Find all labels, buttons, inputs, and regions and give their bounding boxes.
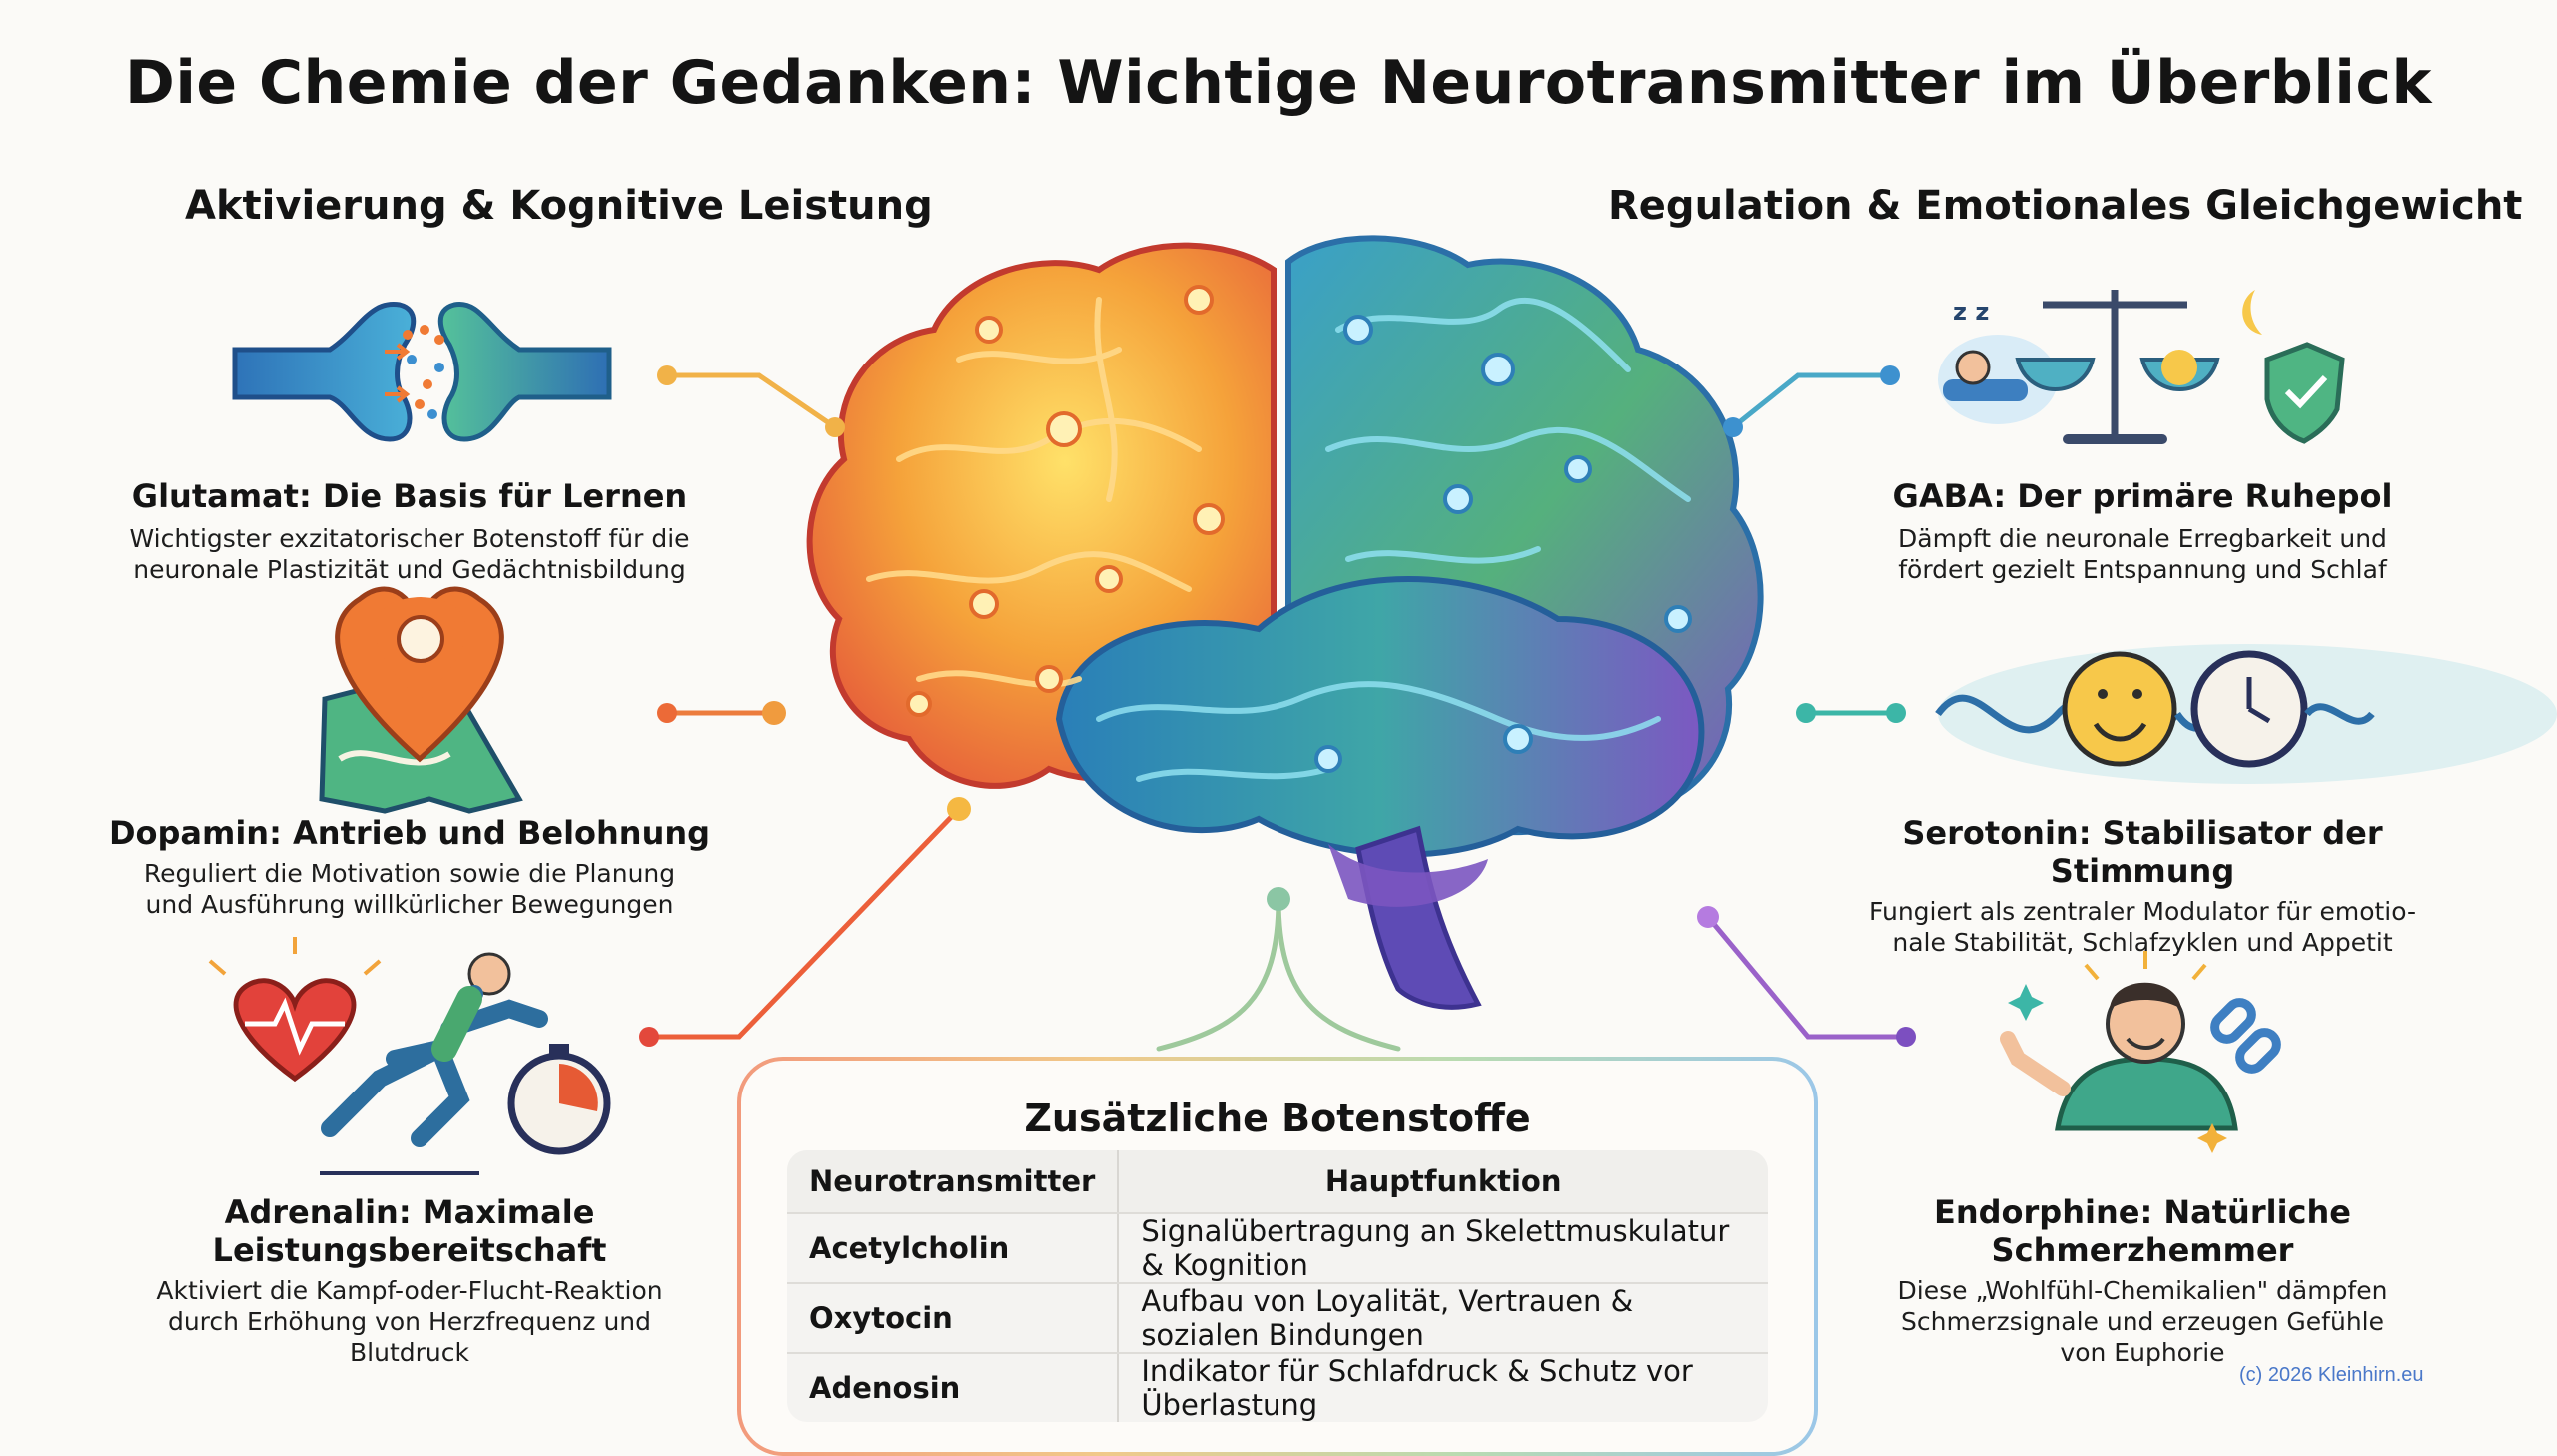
table-title: Zusätzliche Botenstoffe <box>1024 1096 1531 1140</box>
smiley-wave-clock-icon <box>1935 644 2557 784</box>
desc-line: Reguliert die Motivation sowie die Planu… <box>143 859 676 888</box>
desc-line: und Ausführung willkürlicher Bewegungen <box>145 890 674 919</box>
title-line: Endorphine: Natürliche <box>1933 1193 2351 1231</box>
gaba-title: GABA: Der primäre Ruhepol <box>1892 477 2393 515</box>
happy-person-chain-icon <box>2000 951 2281 1153</box>
title-line: Adrenalin: Maximale <box>224 1193 595 1231</box>
dopamin-title: Dopamin: Antrieb und Belohnung <box>108 814 711 852</box>
desc-line: Aktiviert die Kampf-oder-Flucht-Reaktion <box>156 1276 663 1305</box>
table-cell-name: Adenosin <box>787 1353 1120 1422</box>
brain-icon <box>806 235 1764 1010</box>
map-pin-icon <box>319 586 523 814</box>
glutamat-card: Glutamat: Die Basis für Lernen Wichtigst… <box>100 477 719 585</box>
dopamin-card: Dopamin: Antrieb und Belohnung Reguliert… <box>100 814 719 920</box>
serotonin-title: Serotonin: Stabilisator der Stimmung <box>1902 814 2383 890</box>
desc-line: Dämpft die neuronale Erregbarkeit und <box>1898 524 2387 553</box>
desc-line: Wichtigster exzitatorischer Botenstoff f… <box>129 524 690 553</box>
glutamat-title: Glutamat: Die Basis für Lernen <box>131 477 688 515</box>
synapse-icon <box>232 302 612 442</box>
neurotransmitter-table: Neurotransmitter Hauptfunktion Acetylcho… <box>787 1150 1768 1422</box>
connector-lines <box>639 365 1916 1052</box>
left-section-heading: Aktivierung & Kognitive Leistung <box>185 183 933 229</box>
adrenalin-desc: Aktiviert die Kampf-oder-Flucht-Reaktion… <box>100 1275 719 1368</box>
desc-line: neuronale Plastizität und Gedächtnisbild… <box>133 555 686 584</box>
right-section-heading: Regulation & Emotionales Gleichgewicht <box>1608 183 2523 229</box>
endorphine-title: Endorphine: Natürliche Schmerzhemmer <box>1833 1193 2452 1269</box>
dopamin-desc: Reguliert die Motivation sowie die Planu… <box>100 858 719 920</box>
adrenalin-title: Adrenalin: Maximale Leistungsbereitschaf… <box>100 1193 719 1269</box>
table-row: Oxytocin Aufbau von Loyalität, Vertrauen… <box>787 1283 1768 1354</box>
desc-line: Blutdruck <box>350 1338 469 1367</box>
gaba-card: GABA: Der primäre Ruhepol Dämpft die neu… <box>1833 477 2452 585</box>
page-title: Die Chemie der Gedanken: Wichtige Neurot… <box>125 48 2432 118</box>
desc-line: Diese „Wohlfühl-Chemikalien" dämpfen <box>1897 1276 2388 1305</box>
glutamat-desc: Wichtigster exzitatorischer Botenstoff f… <box>100 523 719 585</box>
table-cell-function: Indikator für Schlafdruck & Schutz vor Ü… <box>1141 1354 1693 1422</box>
table-card-inner: Zusätzliche Botenstoffe Neurotransmitter… <box>741 1061 1814 1452</box>
desc-line: von Euphorie <box>2060 1338 2225 1367</box>
table-cell-name: Oxytocin <box>787 1283 1120 1354</box>
desc-line: Schmerzsignale und erzeugen Gefühle <box>1901 1307 2384 1336</box>
copyright-notice: (c) 2026 Kleinhirn.eu <box>2239 1364 2424 1386</box>
desc-line: fördert gezielt Entspannung und Schlaf <box>1898 555 2387 584</box>
endorphine-desc: Diese „Wohlfühl-Chemikalien" dämpfen Sch… <box>1833 1275 2452 1368</box>
serotonin-card: Serotonin: Stabilisator der Stimmung Fun… <box>1833 814 2452 958</box>
desc-line: durch Erhöhung von Herzfrequenz und <box>167 1307 652 1336</box>
svg-text:z z: z z <box>1953 298 1989 326</box>
adrenalin-card: Adrenalin: Maximale Leistungsbereitschaf… <box>100 1193 719 1368</box>
header-hauptfunktion: Hauptfunktion <box>1118 1150 1768 1214</box>
additional-messengers-card: Zusätzliche Botenstoffe Neurotransmitter… <box>737 1057 1818 1456</box>
title-line: Leistungsbereitschaft <box>212 1231 607 1269</box>
desc-line: Fungiert als zentraler Modulator für emo… <box>1868 897 2417 926</box>
title-line: Schmerzhemmer <box>1991 1231 2294 1269</box>
header-neurotransmitter: Neurotransmitter <box>787 1150 1120 1214</box>
table-cell-function: Signalübertragung an Skelettmuskulatur &… <box>1118 1213 1768 1284</box>
table-header-row: Neurotransmitter Hauptfunktion <box>787 1150 1768 1214</box>
serotonin-desc: Fungiert als zentraler Modulator für emo… <box>1833 896 2452 958</box>
table-cell-function: Aufbau von Loyalität, Vertrauen & sozial… <box>1118 1283 1768 1354</box>
table-row: Acetylcholin Signalübertragung an Skelet… <box>787 1213 1768 1284</box>
gaba-desc: Dämpft die neuronale Erregbarkeit und fö… <box>1833 523 2452 585</box>
endorphine-card: Endorphine: Natürliche Schmerzhemmer Die… <box>1833 1193 2452 1368</box>
balance-sleep-shield-icon: z z <box>1938 290 2345 444</box>
runner-heart-stopwatch-icon <box>208 937 611 1175</box>
table-cell-name: Acetylcholin <box>787 1213 1120 1284</box>
table-row: Adenosin Indikator für Schlafdruck & Sch… <box>787 1353 1768 1422</box>
desc-line: nale Stabilität, Schlafzyklen und Appeti… <box>1892 928 2393 957</box>
